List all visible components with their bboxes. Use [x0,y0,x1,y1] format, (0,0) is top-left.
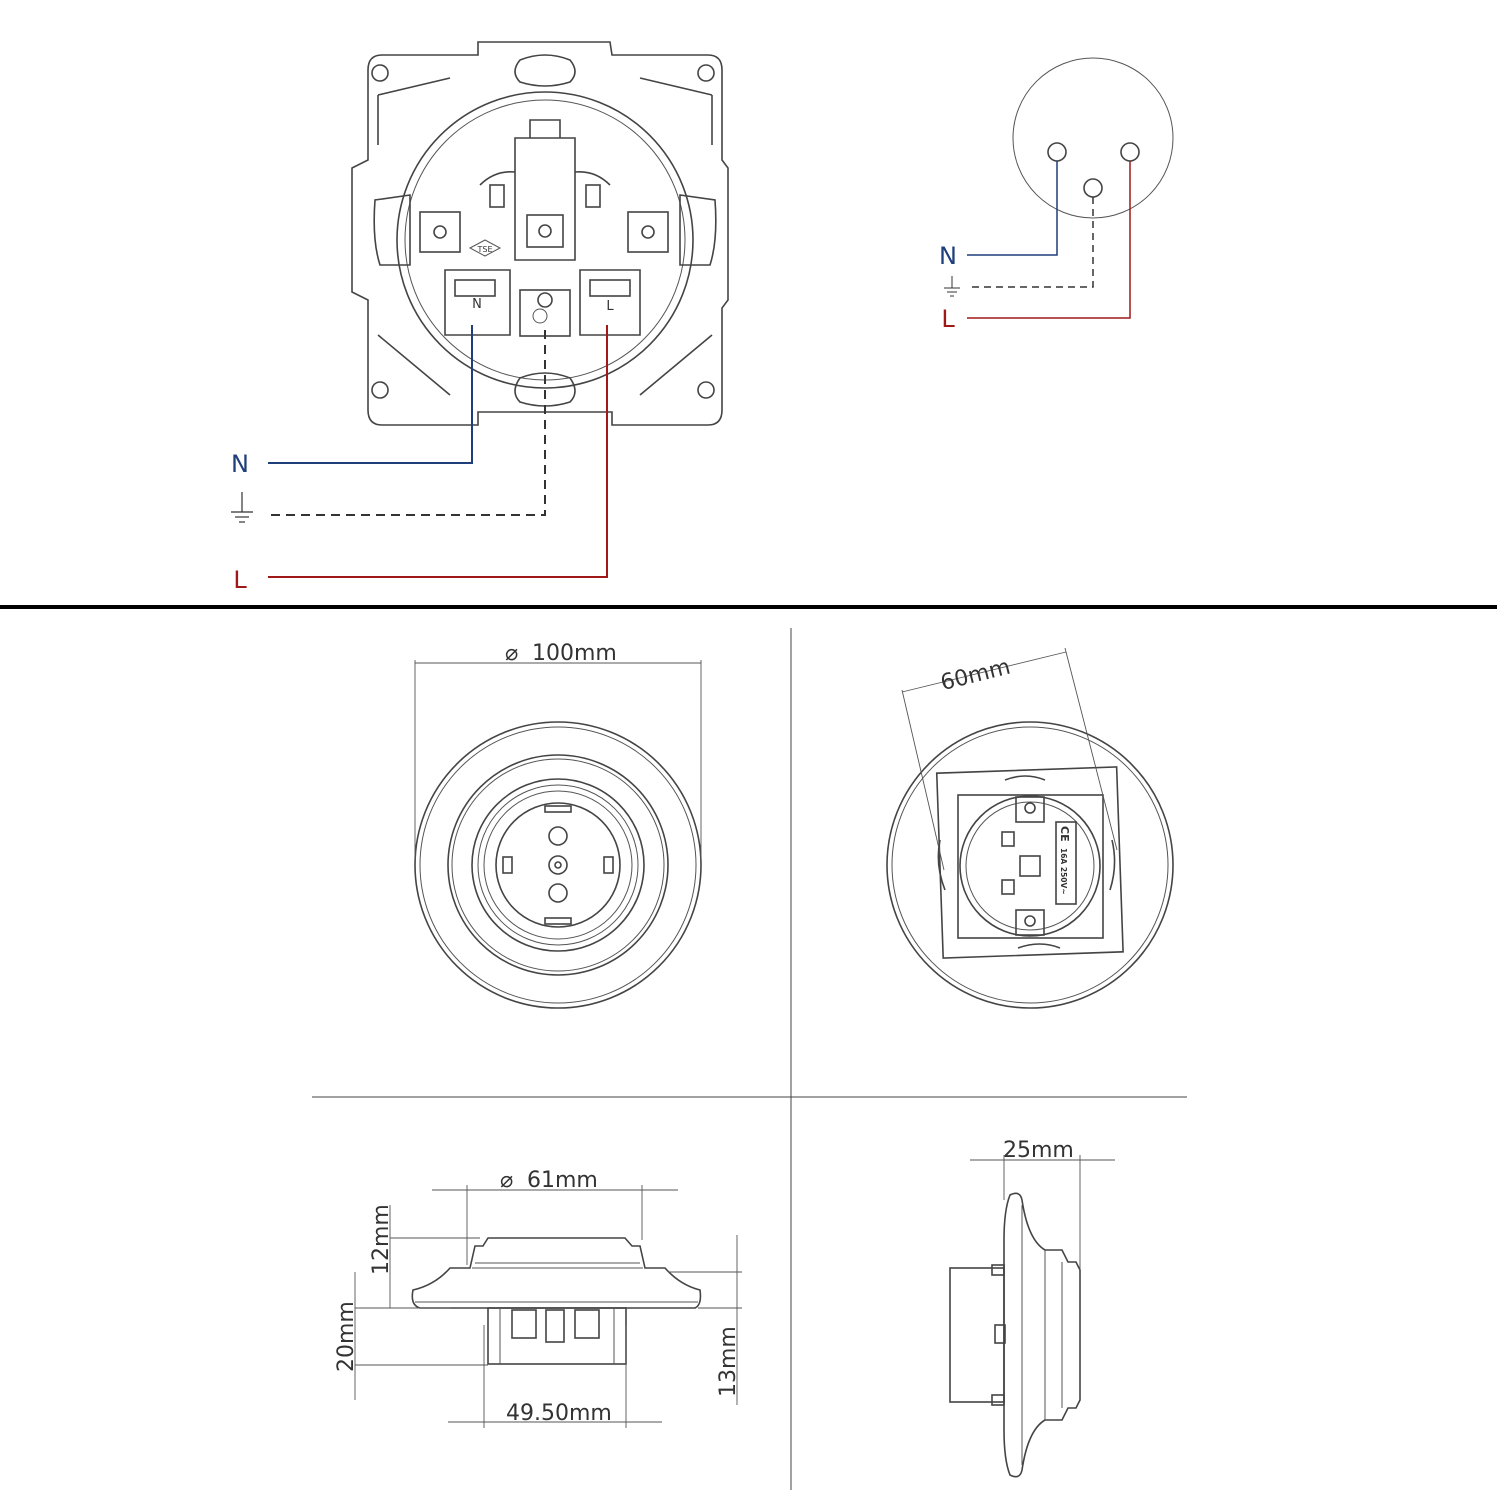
terminal-neutral-label: N [472,297,482,312]
side-profile-view: ⌀ 61mm 12mm 20mm 13mm 49.50mm [334,1168,742,1428]
earth-ground-icon [231,492,253,523]
insert-depth-dimension: 13mm [716,1326,741,1397]
earth-ground-icon [944,276,960,297]
neutral-pin [1047,142,1067,162]
tse-logo-text: TSE [476,245,492,254]
raised-height-dimension: 12mm [369,1204,394,1275]
rear-view: CE 16A 250V~ 60mm [886,647,1174,1009]
wire-neutral [268,325,473,464]
plug-neutral-label: N [939,242,957,270]
terminal-live-label: L [606,299,614,314]
diameter-symbol: ⌀ [500,1168,513,1193]
socket-insert-wiring-view: N L TSE [351,41,729,426]
side-depth-view: 25mm [949,1138,1115,1478]
total-depth-dimension: 20mm [334,1301,359,1372]
diameter-symbol: ⌀ [505,641,518,666]
tse-logo: TSE [468,239,502,257]
neutral-label: N [231,450,249,478]
plug-pin-diagram: N L [939,57,1174,333]
ground-pin [1083,178,1103,198]
side-depth-dimension: 25mm [1003,1138,1074,1163]
live-pin [1120,142,1140,162]
wire-live [268,325,608,578]
plug-live-label: L [941,305,955,333]
front-view: ⌀ 100mm [414,641,702,1009]
insert-width-dimension: 49.50mm [506,1401,612,1426]
live-label: L [233,566,247,594]
ce-mark: CE [1058,826,1071,842]
raised-diameter-dimension: 61mm [527,1168,598,1193]
wire-ground [268,330,546,516]
front-diameter-dimension: 100mm [532,641,617,666]
mount-width-dimension: 60mm [938,655,1013,696]
rating-label: 16A 250V~ [1059,848,1068,895]
